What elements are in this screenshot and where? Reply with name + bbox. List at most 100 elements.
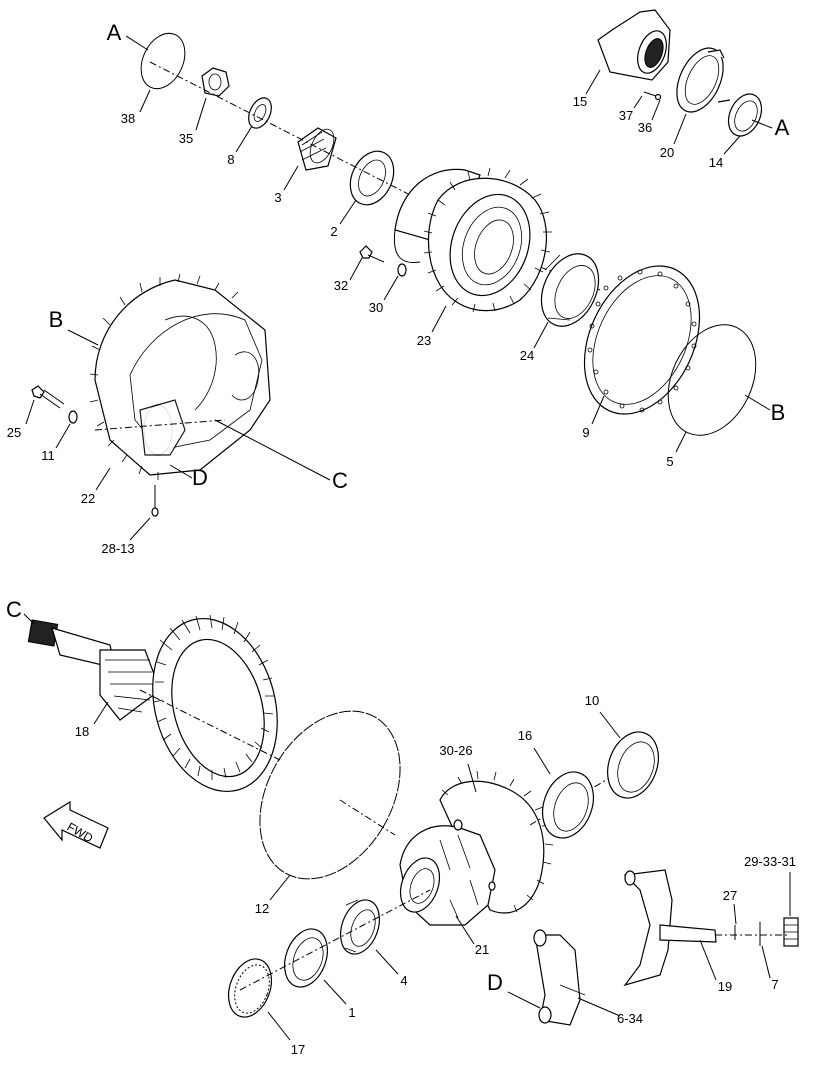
callout-leader-28-13	[129, 517, 151, 541]
callout-label-25: 25	[7, 425, 21, 440]
callout-label-a: A	[107, 20, 122, 45]
callout-leader-8	[235, 125, 253, 153]
callout-label-d: D	[487, 970, 503, 995]
callout-label-10: 10	[585, 693, 599, 708]
callout-leader-21	[455, 915, 475, 945]
part-37-pin	[643, 91, 662, 101]
callout-label-9: 9	[582, 425, 589, 440]
callout-label-1: 1	[348, 1005, 355, 1020]
callout-leader-37	[633, 95, 643, 109]
callout-label-3: 3	[274, 190, 281, 205]
callout-label-38: 38	[121, 111, 135, 126]
callout-leader-2	[339, 199, 357, 225]
callout-label-5: 5	[666, 454, 673, 469]
part-29-33-31-bolt	[783, 917, 799, 947]
callout-leader-38	[139, 89, 151, 113]
callout-label-11: 11	[41, 448, 55, 463]
callout-label-b: B	[771, 400, 786, 425]
part-20-retainer	[676, 47, 731, 113]
callout-label-16: 16	[518, 728, 532, 743]
part-10-adjuster-ring	[607, 731, 659, 799]
callout-leader-11	[55, 423, 71, 449]
callout-leader-19	[699, 939, 717, 981]
callout-leader-30	[383, 275, 399, 301]
callout-leader-b	[67, 329, 99, 346]
callout-label-c: C	[332, 468, 348, 493]
callout-leader-20	[673, 113, 687, 145]
callout-leader-5	[675, 431, 687, 453]
callout-label-37: 37	[619, 108, 633, 123]
callout-leader-b	[744, 394, 771, 411]
callout-label-6-34: 6-34	[617, 1011, 643, 1026]
callout-label-7: 7	[771, 977, 778, 992]
callout-leader-c	[23, 613, 35, 625]
callout-label-19: 19	[718, 979, 732, 994]
callout-leader-4	[375, 949, 399, 975]
part-23-carrier-housing	[393, 167, 552, 313]
callout-leader-17	[267, 1011, 291, 1041]
callout-label-28-13: 28-13	[101, 541, 134, 556]
callout-label-15: 15	[573, 94, 587, 109]
part-38-o-ring	[140, 32, 186, 90]
callout-label-8: 8	[227, 152, 234, 167]
part-21-differential-case	[399, 770, 554, 926]
callout-leader-a	[125, 35, 149, 51]
callout-label-29-33-31: 29-33-31	[744, 854, 796, 869]
part-14-seal	[727, 93, 763, 137]
callout-label-20: 20	[660, 145, 674, 160]
callout-leader-a	[751, 119, 773, 129]
callout-leader-15	[585, 69, 601, 95]
callout-label-4: 4	[400, 973, 407, 988]
part-11-washer	[68, 410, 78, 424]
callout-leader-36	[651, 99, 661, 121]
callout-leader-12	[269, 874, 291, 901]
callout-label-30: 30	[369, 300, 383, 315]
callout-label-c: C	[6, 597, 22, 622]
part-24-bearing	[540, 253, 600, 327]
callout-leader-23	[431, 305, 447, 333]
callout-label-18: 18	[75, 724, 89, 739]
part-3-bearing-cone	[297, 127, 337, 171]
part-32-bolt	[359, 245, 385, 263]
callout-label-b: B	[49, 307, 64, 332]
callout-leader-35	[195, 97, 207, 131]
part-28-13-bolt	[151, 485, 159, 517]
part-22-housing-cover	[89, 273, 271, 480]
callout-label-32: 32	[334, 278, 348, 293]
callout-label-d: D	[192, 465, 208, 490]
part-17-adjuster-ring	[227, 958, 273, 1018]
callout-leader-6-34	[577, 997, 621, 1017]
part-30-washer	[397, 263, 407, 277]
callout-leader-24	[533, 321, 549, 349]
part-35-nut	[201, 67, 230, 97]
callout-leader-30-26	[467, 763, 477, 793]
part-25-bolt	[31, 385, 65, 409]
callout-label-a: A	[775, 115, 790, 140]
part-18-pinion-ring-gear	[27, 614, 278, 793]
callout-label-17: 17	[291, 1042, 305, 1057]
callout-leader-lines	[23, 35, 791, 1041]
fwd-direction-arrow: FWD	[43, 800, 109, 849]
callout-leader-22	[95, 467, 111, 491]
callout-label-30-26: 30-26	[439, 743, 472, 758]
callout-label-23: 23	[417, 333, 431, 348]
callout-label-22: 22	[81, 491, 95, 506]
callout-leader-c	[214, 419, 331, 481]
callout-leader-1	[323, 979, 347, 1005]
callout-leader-3	[283, 165, 299, 191]
callout-label-14: 14	[709, 155, 723, 170]
callout-leader-14	[723, 135, 741, 155]
callout-leader-25	[25, 399, 35, 425]
callout-leader-d	[169, 464, 193, 479]
part-8-washer	[248, 97, 272, 129]
callout-label-21: 21	[475, 942, 489, 957]
callout-label-35: 35	[179, 131, 193, 146]
callout-label-2: 2	[330, 224, 337, 239]
callout-leader-16	[533, 747, 551, 775]
callout-label-27: 27	[723, 888, 737, 903]
callout-leader-32	[349, 257, 363, 281]
part-1-bearing-cup	[283, 928, 329, 988]
part-19-shift-fork	[623, 869, 717, 987]
